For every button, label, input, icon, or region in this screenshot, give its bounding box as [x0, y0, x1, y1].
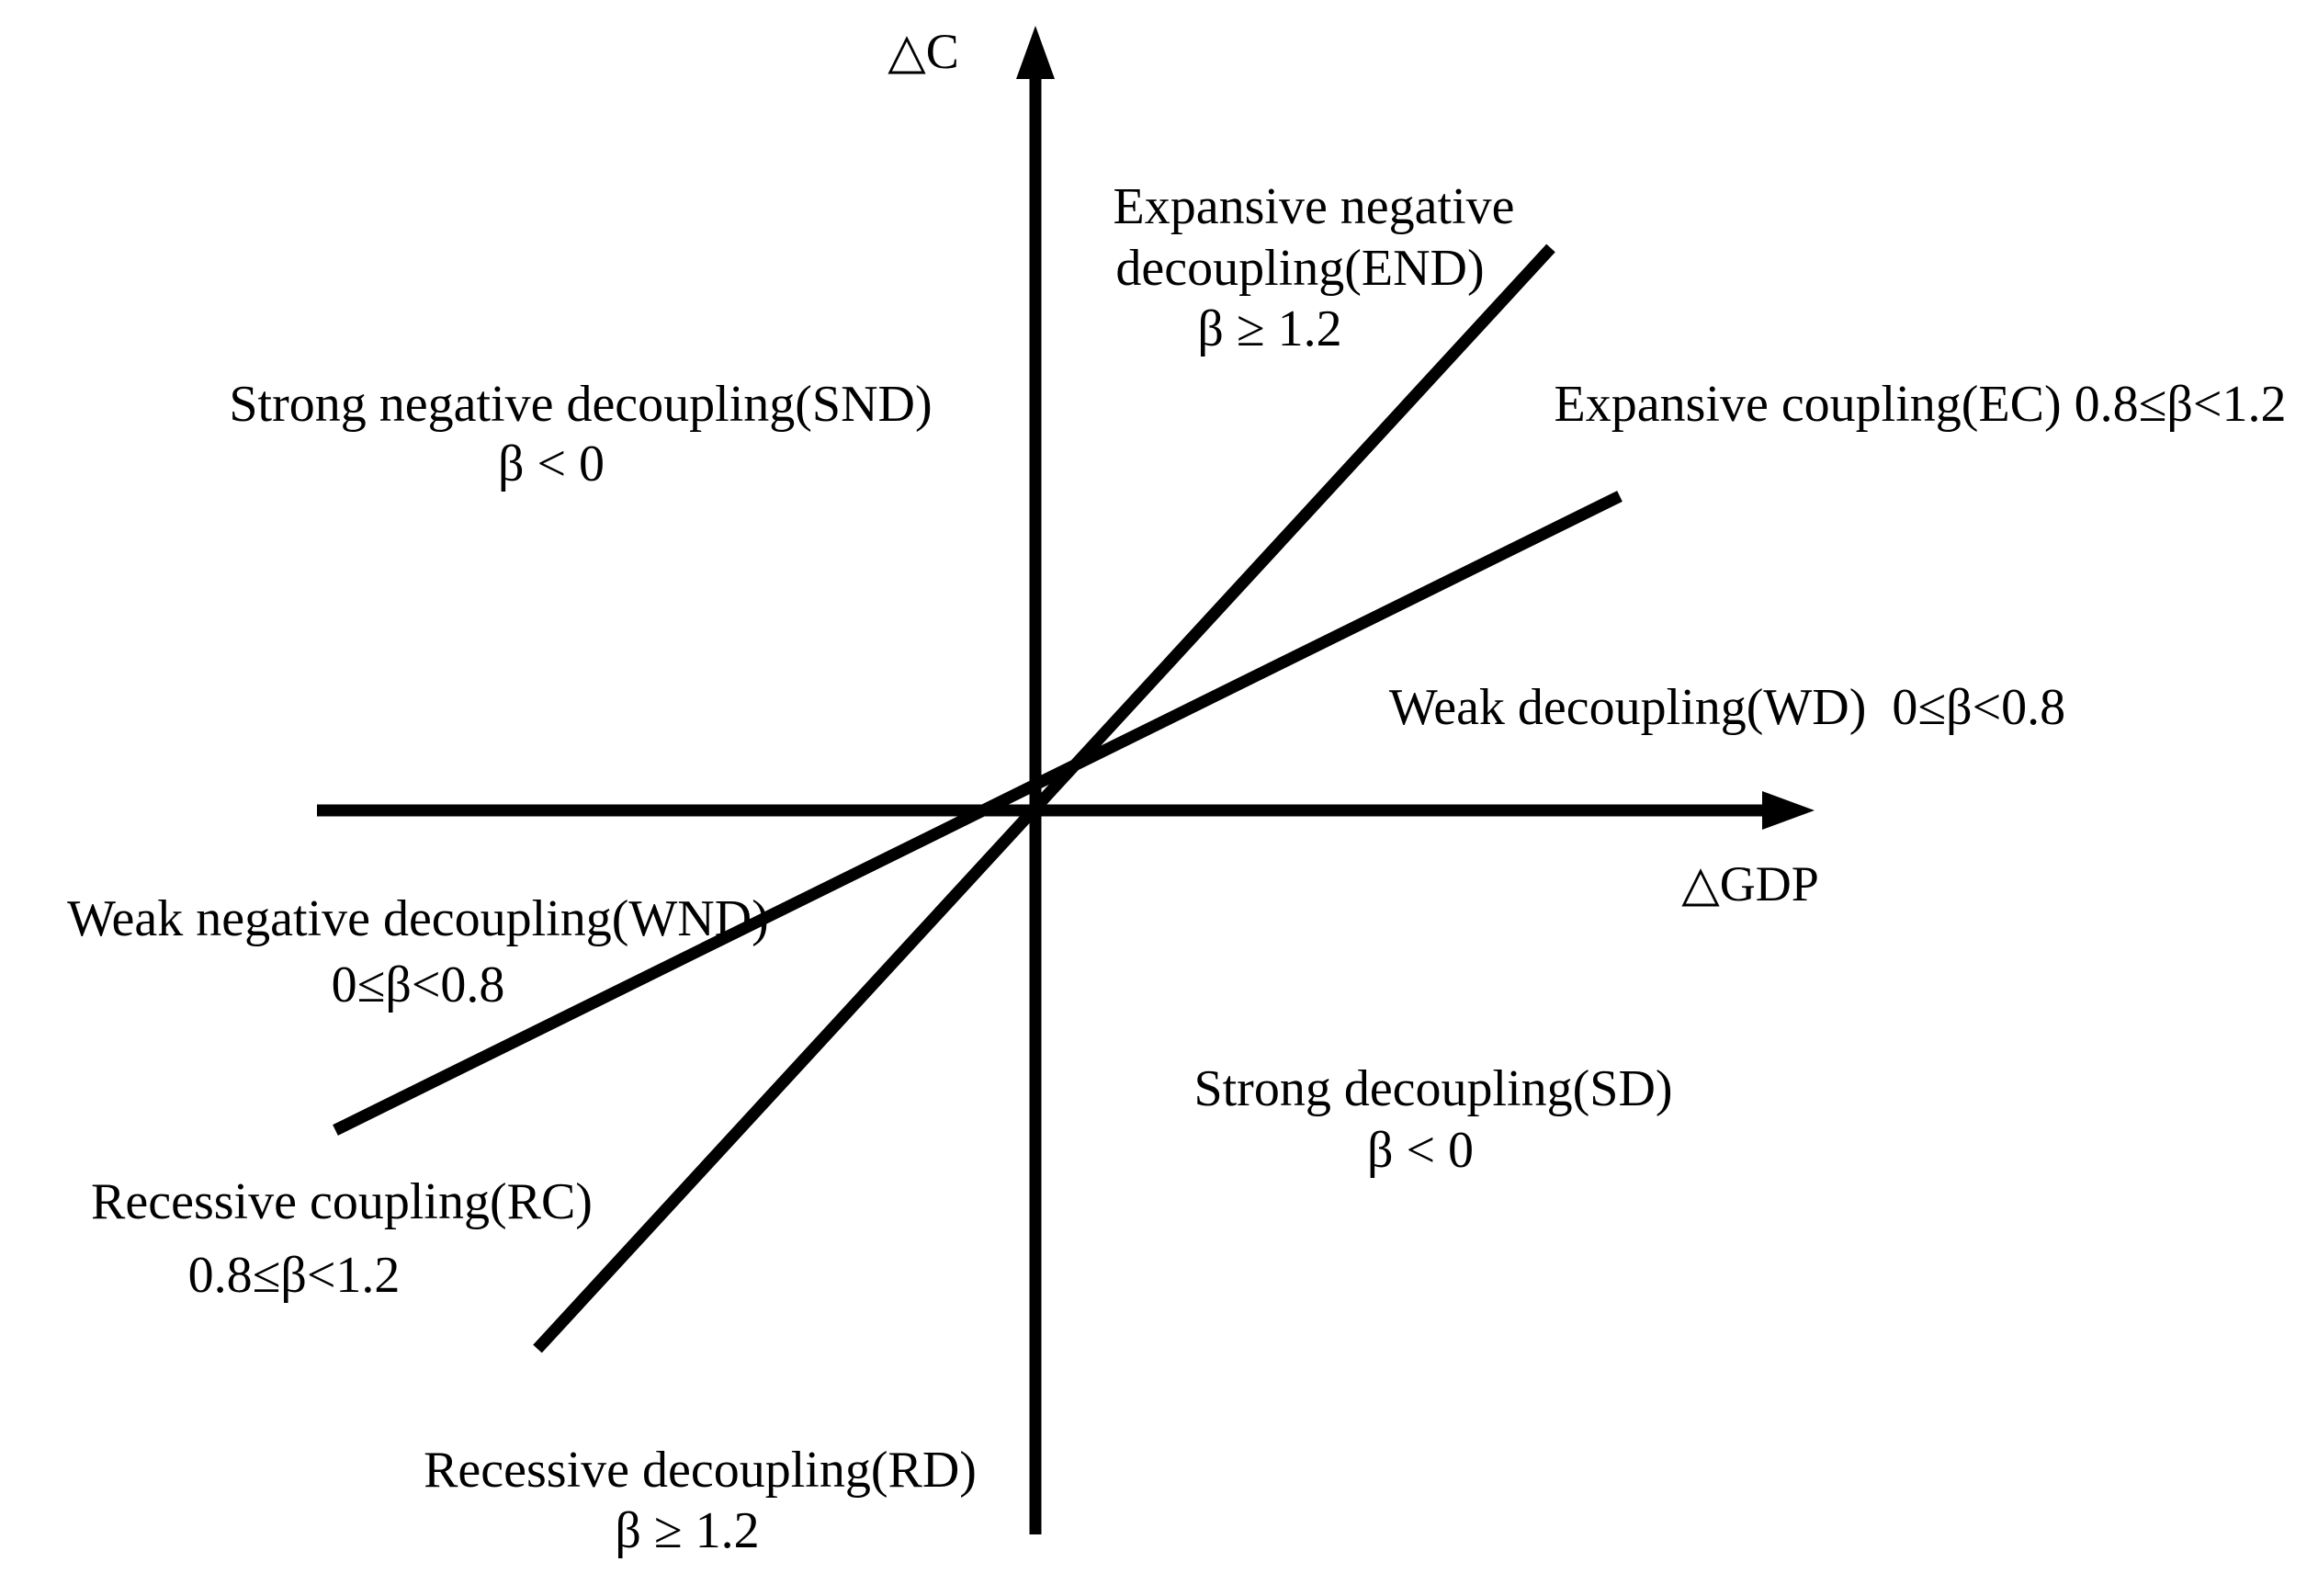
- label-end-name-line1: Expansive negative: [1113, 177, 1515, 235]
- label-snd-beta-condition: β < 0: [497, 435, 605, 492]
- label-wd: Weak decoupling(WD) 0≤β<0.8: [1388, 678, 2066, 736]
- label-end-beta-condition: β ≥ 1.2: [1197, 300, 1342, 357]
- y-axis-label: △C: [888, 23, 959, 79]
- label-end-name-line2: decoupling(END): [1115, 239, 1485, 297]
- label-sd-name: Strong decoupling(SD): [1193, 1059, 1673, 1117]
- label-sd-beta-condition: β < 0: [1366, 1121, 1475, 1179]
- label-snd-name: Strong negative decoupling(SND): [229, 375, 933, 433]
- label-rc-name: Recessive coupling(RC): [91, 1172, 593, 1230]
- x-axis-arrowhead-icon: [1762, 791, 1815, 830]
- y-axis-arrowhead-icon: [1016, 26, 1055, 79]
- label-wnd-name: Weak negative decoupling(WND): [67, 889, 769, 947]
- beta-0-8-boundary-line: [333, 491, 1623, 1136]
- label-rd-name: Recessive decoupling(RD): [424, 1441, 977, 1499]
- label-wnd-beta-condition: 0≤β<0.8: [331, 956, 505, 1013]
- label-ec: Expansive coupling(EC) 0.8≤β<1.2: [1554, 375, 2287, 433]
- label-rc-beta-condition: 0.8≤β<1.2: [187, 1246, 401, 1304]
- label-rd-beta-condition: β ≥ 1.2: [615, 1501, 760, 1559]
- x-axis-label: △GDP: [1681, 855, 1819, 911]
- beta-1-2-boundary-line: [533, 243, 1555, 1353]
